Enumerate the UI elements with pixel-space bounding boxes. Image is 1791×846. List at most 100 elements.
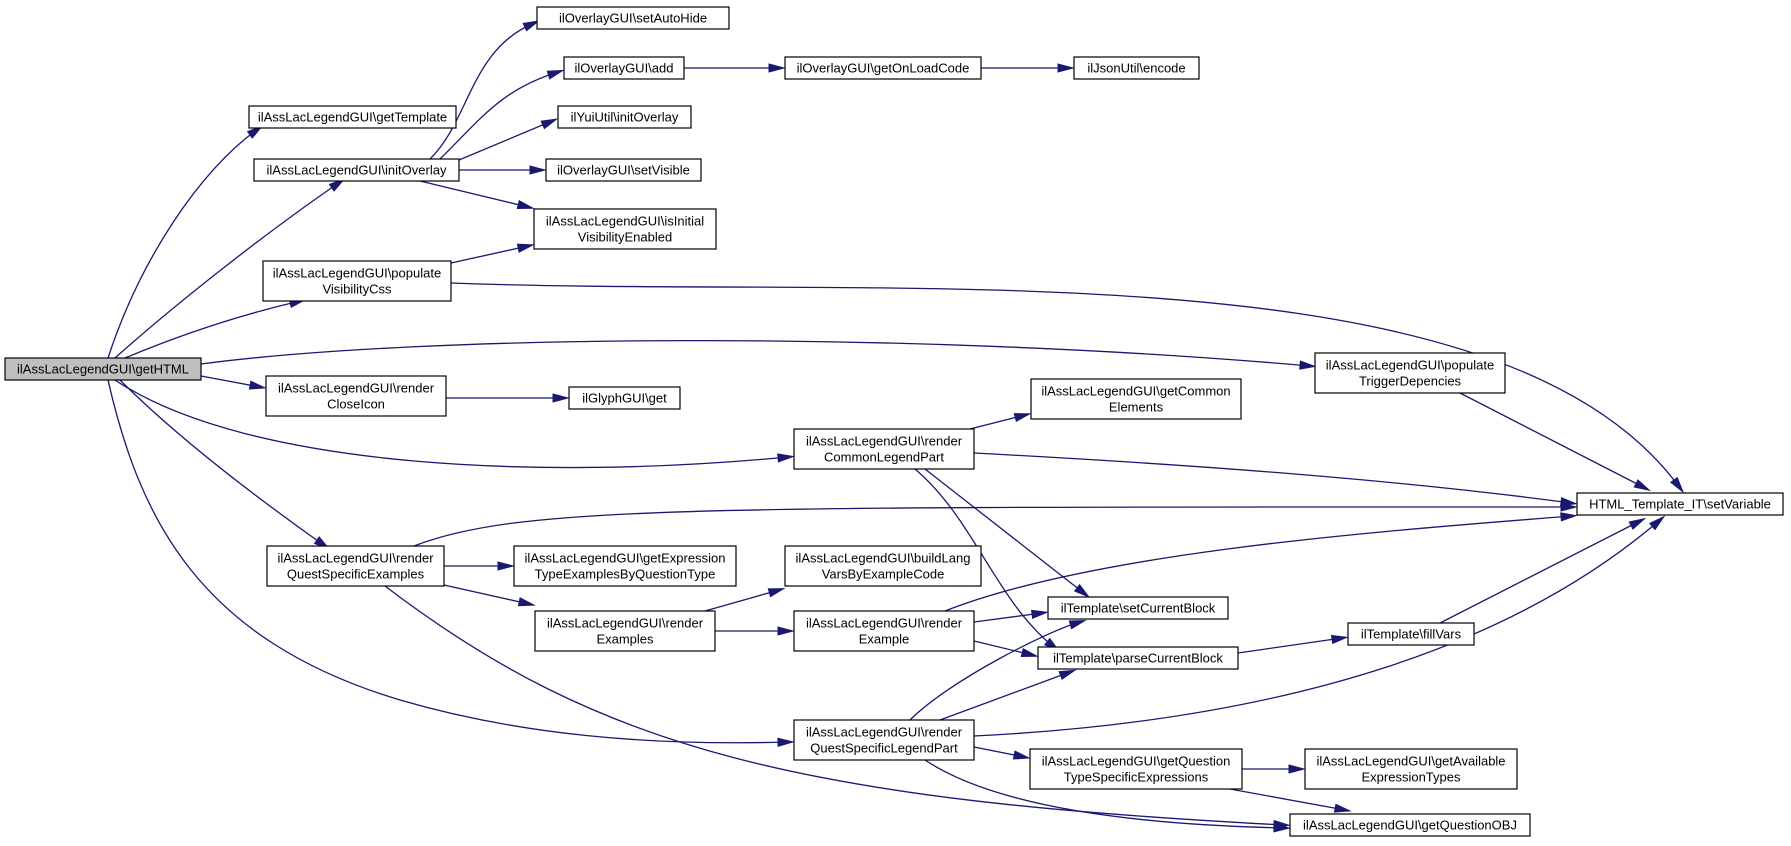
edge-render-example-to-set-current-block <box>973 609 1049 623</box>
node-box <box>1029 748 1243 790</box>
node-label: ilOverlayGUI\setVisible <box>557 163 690 178</box>
node-set-variable[interactable]: HTML_Template_IT\setVariable <box>1576 492 1784 516</box>
edge-init-overlay-to-set-visible <box>459 165 547 175</box>
node-box <box>545 158 702 182</box>
node-get-expression-type-examples[interactable]: ilAssLacLegendGUI\getExpressionTypeExamp… <box>513 545 737 587</box>
edge-line <box>914 468 1056 649</box>
arrowhead <box>1288 764 1306 774</box>
node-box <box>266 545 445 587</box>
node-populate-trigger-depencies[interactable]: ilAssLacLegendGUI\populateTriggerDepenci… <box>1314 352 1506 394</box>
arrowhead <box>1058 669 1077 680</box>
node-set-auto-hide[interactable]: ilOverlayGUI\setAutoHide <box>536 6 730 30</box>
node-label: ilAssLacLegendGUI\render <box>278 381 435 396</box>
node-get-on-load-code[interactable]: ilOverlayGUI\getOnLoadCode <box>784 56 982 80</box>
node-label: QuestSpecificExamples <box>287 567 425 582</box>
arrowhead <box>1020 648 1039 658</box>
edge-line <box>413 506 1572 547</box>
node-box <box>513 545 737 587</box>
edge-init-overlay-to-add <box>439 69 565 160</box>
arrowhead <box>1057 63 1075 73</box>
arrowhead <box>1299 360 1317 370</box>
node-add[interactable]: ilOverlayGUI\add <box>563 56 685 80</box>
node-label: ilAssLacLegendGUI\getHTML <box>17 362 189 377</box>
node-set-current-block[interactable]: ilTemplate\setCurrentBlock <box>1047 596 1229 620</box>
node-yui-init-overlay[interactable]: ilYuiUtil\initOverlay <box>557 105 692 129</box>
edge-line <box>1237 637 1343 654</box>
node-parse-current-block[interactable]: ilTemplate\parseCurrentBlock <box>1037 646 1239 670</box>
node-json-encode[interactable]: ilJsonUtil\encode <box>1073 56 1200 80</box>
edge-fill-vars-to-set-variable <box>1439 517 1647 624</box>
edge-populate-visibility-css-to-set-variable <box>450 282 1685 494</box>
node-init-overlay[interactable]: ilAssLacLegendGUI\initOverlay <box>253 158 460 182</box>
node-label: ilAssLacLegendGUI\isInitial <box>546 214 704 229</box>
arrowhead <box>246 124 264 139</box>
node-box <box>1347 622 1475 646</box>
node-get-template[interactable]: ilAssLacLegendGUI\getTemplate <box>248 105 457 129</box>
edge-line <box>429 22 535 160</box>
edge-line <box>107 379 789 744</box>
edge-line <box>944 515 1572 612</box>
node-build-lang-vars[interactable]: ilAssLacLegendGUI\buildLangVarsByExample… <box>784 545 982 587</box>
edge-init-overlay-to-is-initial-visibility-enabled <box>419 180 535 210</box>
arrowhead <box>1633 479 1652 492</box>
arrowhead <box>248 380 267 390</box>
node-glyph-get[interactable]: ilGlyphGUI\get <box>568 386 681 410</box>
node-box <box>1304 748 1518 790</box>
edge-get-html-to-init-overlay <box>114 178 346 359</box>
node-box <box>793 719 975 761</box>
node-label: ilAssLacLegendGUI\buildLang <box>796 551 971 566</box>
arrowhead <box>1273 823 1291 833</box>
node-label: CloseIcon <box>327 397 385 412</box>
arrowhead <box>1330 634 1349 645</box>
node-box <box>265 375 447 417</box>
arrowhead <box>540 118 559 130</box>
node-box <box>793 610 975 652</box>
edge-populate-visibility-css-to-is-initial-visibility-enabled <box>450 243 535 264</box>
arrowhead <box>1031 609 1049 620</box>
node-get-available-expression-types[interactable]: ilAssLacLegendGUI\getAvailableExpression… <box>1304 748 1518 790</box>
edge-render-quest-specific-examples-to-set-variable <box>413 502 1578 547</box>
node-label: ilYuiUtil\initOverlay <box>571 110 679 125</box>
node-box <box>557 105 692 129</box>
node-label: ilAssLacLegendGUI\render <box>806 725 963 740</box>
edge-render-examples-to-build-lang-vars <box>704 588 786 612</box>
edge-get-on-load-code-to-json-encode <box>981 63 1075 73</box>
arrowhead <box>529 165 547 175</box>
edge-render-example-to-parse-current-block <box>973 640 1039 658</box>
arrowhead <box>777 453 795 463</box>
node-label: QuestSpecificLegendPart <box>810 741 958 756</box>
node-render-quest-specific-examples[interactable]: ilAssLacLegendGUI\renderQuestSpecificExa… <box>266 545 445 587</box>
node-box <box>1314 352 1506 394</box>
node-render-quest-specific-legend-part[interactable]: ilAssLacLegendGUI\renderQuestSpecificLeg… <box>793 719 975 761</box>
arrowhead <box>777 737 795 747</box>
node-get-html[interactable]: ilAssLacLegendGUI\getHTML <box>4 357 202 381</box>
arrowhead <box>768 63 786 73</box>
node-label: CommonLegendPart <box>824 450 944 465</box>
arrowhead <box>497 561 515 571</box>
edge-get-html-to-get-template <box>107 124 264 359</box>
edge-line <box>909 621 1081 721</box>
arrowhead <box>777 626 795 636</box>
node-set-visible[interactable]: ilOverlayGUI\setVisible <box>545 158 702 182</box>
node-label: ilAssLacLegendGUI\populate <box>1326 358 1494 373</box>
node-is-initial-visibility-enabled[interactable]: ilAssLacLegendGUI\isInitialVisibilityEna… <box>533 208 717 250</box>
node-label: ilOverlayGUI\add <box>575 61 674 76</box>
edge-parse-current-block-to-fill-vars <box>1237 634 1349 654</box>
node-get-question-obj[interactable]: ilAssLacLegendGUI\getQuestionOBJ <box>1289 813 1531 837</box>
node-box <box>1037 646 1239 670</box>
edge-render-quest-specific-legend-part-to-get-question-obj <box>924 759 1291 833</box>
edge-render-examples-to-render-example <box>715 626 795 636</box>
node-fill-vars[interactable]: ilTemplate\fillVars <box>1347 622 1475 646</box>
node-label: TypeSpecificExpressions <box>1064 770 1209 785</box>
arrowhead <box>1333 803 1352 813</box>
arrowhead <box>767 588 786 598</box>
node-get-question-type-specific-expressions[interactable]: ilAssLacLegendGUI\getQuestionTypeSpecifi… <box>1029 748 1243 790</box>
edge-render-close-icon-to-glyph-get <box>446 393 570 403</box>
